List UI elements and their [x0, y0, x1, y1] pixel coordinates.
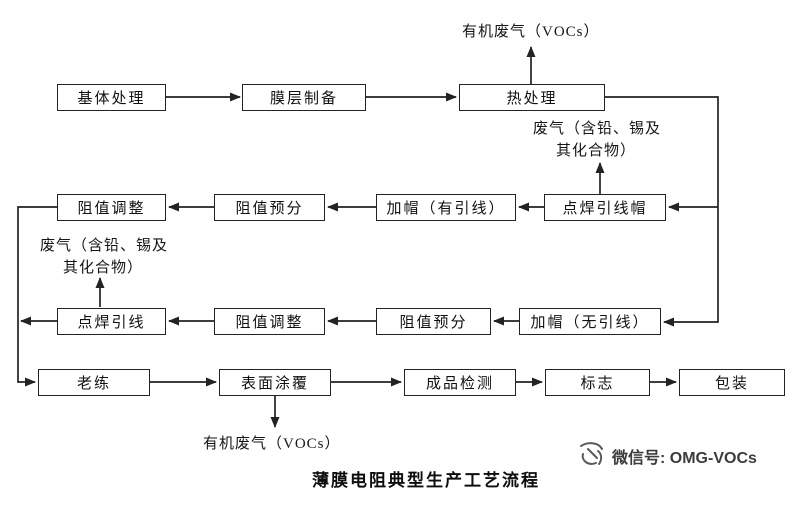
wechat-logo-icon [580, 442, 603, 465]
node-substrate-treatment: 基体处理 [57, 84, 166, 111]
label-vocs-top: 有机废气（VOCs） [462, 24, 600, 40]
node-cap-leadless: 加帽（无引线） [519, 308, 661, 335]
node-spot-weld-lead-cap: 点焊引线帽 [544, 194, 666, 221]
watermark-wechat-id: 微信号: OMG-VOCs [612, 450, 757, 467]
node-resistance-adjust-a: 阻值调整 [57, 194, 166, 221]
node-resistance-presort-a: 阻值预分 [214, 194, 325, 221]
node-heat-treatment: 热处理 [459, 84, 605, 111]
node-final-inspection: 成品检测 [404, 369, 516, 396]
node-film-preparation: 膜层制备 [242, 84, 366, 111]
node-resistance-presort-b: 阻值预分 [376, 308, 491, 335]
node-packing: 包装 [679, 369, 785, 396]
line-right-branch-to-capleadless [604, 96, 719, 327]
diagram-title: 薄膜电阻典型生产工艺流程 [312, 471, 540, 490]
label-waste-left-line1: 废气（含铅、锡及 [40, 238, 169, 254]
label-waste-right-line1: 废气（含铅、锡及 [533, 121, 662, 137]
node-surface-coating: 表面涂覆 [219, 369, 331, 396]
node-spot-weld-lead: 点焊引线 [57, 308, 166, 335]
label-waste-right-line2: 其化合物） [556, 143, 637, 159]
node-resistance-adjust-b: 阻值调整 [214, 308, 325, 335]
label-vocs-bottom: 有机废气（VOCs） [203, 436, 341, 452]
label-waste-left-line2: 其化合物） [63, 260, 144, 276]
line-left-branch-to-aging [17, 206, 57, 387]
node-cap-leaded: 加帽（有引线） [376, 194, 516, 221]
node-marking: 标志 [545, 369, 650, 396]
node-aging: 老练 [38, 369, 150, 396]
